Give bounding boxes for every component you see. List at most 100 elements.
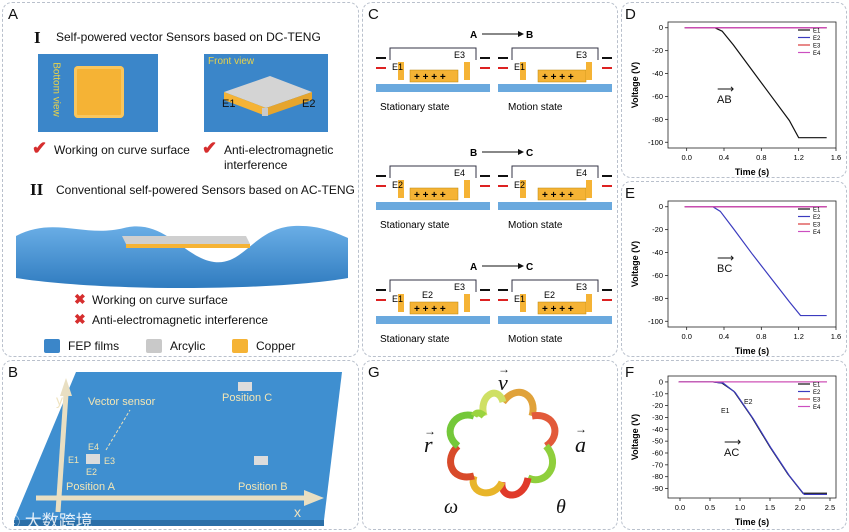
watermark-logo-icon: ⓒ [6, 514, 20, 530]
x-tick-label: 0.0 [681, 153, 691, 162]
b-e4-label: E4 [88, 442, 100, 452]
panel-g [362, 360, 618, 530]
y-tick-label: -60 [652, 92, 663, 101]
panel-e [621, 181, 847, 357]
panel-e-label: E [625, 185, 636, 202]
y-tick-label: 0 [659, 377, 663, 386]
flower-sensor-diagram [446, 388, 559, 499]
panel-d-label: D [625, 6, 636, 23]
vector-arrow-r: → [424, 424, 436, 438]
panel-c [362, 2, 618, 357]
y-tick-label: -20 [652, 401, 663, 410]
panel-c-label: C [368, 6, 379, 23]
series-line-e1 [684, 27, 827, 139]
legend-entry: E1 [813, 29, 821, 35]
watermark: ⓒ 大数跨境 [6, 507, 93, 532]
fep-film [498, 202, 612, 210]
electrode-left [520, 180, 526, 198]
fep-film [498, 316, 612, 324]
electrode-left-label: E2 [392, 180, 403, 190]
legend-entry: E3 [813, 398, 821, 404]
x-tick-label: 0.8 [756, 153, 766, 162]
electrode-mid-label: E2 [422, 290, 433, 300]
electrode-left-label: E1 [514, 294, 525, 304]
b-y-axis-label: y [56, 392, 63, 408]
symbol-v: v [498, 370, 508, 395]
panel-g-label: G [368, 364, 380, 381]
legend-entry: E2 [813, 36, 821, 42]
y-tick-label: -10 [652, 389, 663, 398]
state-caption: Stationary state [380, 334, 450, 345]
electrode-right-label: E3 [454, 282, 465, 292]
circuit-wire [389, 47, 477, 60]
electrode-right-label: E3 [576, 282, 587, 292]
front-e2-label: E2 [302, 98, 316, 110]
electrode-right [586, 180, 592, 198]
fep-film [376, 316, 490, 324]
b-e2-label: E2 [86, 467, 98, 477]
legend-acrylic: Arcylic [170, 339, 206, 353]
check-icon: ✔ [202, 138, 218, 158]
electrode-mid-label: E2 [544, 290, 555, 300]
plot-frame [667, 21, 837, 149]
positive-charges: + + + + [542, 190, 574, 201]
electrode-left-label: E1 [392, 62, 403, 72]
front-view-sensor [224, 76, 312, 116]
section1-title: Self-powered vector Sensors based on DC-… [56, 30, 321, 44]
x-axis-label: Time (s) [735, 346, 769, 356]
legend-entry: E2 [813, 215, 821, 221]
y-tick-label: -40 [652, 248, 663, 257]
electrode-left-label: E1 [392, 294, 403, 304]
legend-entry: E2 [813, 390, 821, 396]
electrode-left [398, 294, 404, 312]
electrode-right-label: E3 [454, 50, 465, 60]
y-tick-label: 0 [659, 202, 663, 211]
state-caption: Stationary state [380, 220, 450, 231]
section2-title: Conventional self-powered Sensors based … [56, 183, 355, 197]
motion-to: C [526, 262, 533, 273]
b-e1-label: E1 [68, 455, 80, 465]
y-tick-label: -100 [648, 138, 663, 147]
y-tick-label: -70 [652, 460, 663, 469]
y-tick-label: 0 [659, 23, 663, 32]
motion-to: B [526, 30, 533, 41]
y-tick-label: -30 [652, 413, 663, 422]
chart-e-annotation: BC [717, 263, 733, 275]
position-b-label: Position B [238, 481, 288, 493]
electrode-left-label: E1 [514, 62, 525, 72]
x-tick-label: 0.4 [719, 332, 729, 341]
y-axis-label: Voltage (V) [630, 62, 640, 108]
motion-arrowhead [518, 263, 524, 269]
legend-entry: E4 [813, 405, 821, 411]
cross-item-1: Working on curve surface [92, 293, 228, 307]
fep-film [376, 84, 490, 92]
y-tick-label: -20 [652, 225, 663, 234]
chart-f-annotation: AC [724, 447, 740, 459]
positive-charges: + + + + [414, 304, 446, 315]
vector-arrow-v: → [498, 362, 510, 376]
x-tick-label: 2.5 [825, 503, 835, 512]
panel-b [2, 360, 359, 530]
panel-a-label: A [8, 6, 19, 23]
legend-entry: E4 [813, 230, 821, 236]
y-tick-label: -80 [652, 294, 663, 303]
x-tick-label: 1.0 [735, 503, 745, 512]
legend-entry: E1 [813, 208, 821, 214]
copper-block [409, 301, 459, 315]
chart-f-annotation-arrow: ⟶ [724, 435, 742, 449]
y-tick-label: -80 [652, 115, 663, 124]
legend-entry: E3 [813, 223, 821, 229]
chart-e-annotation-arrow: ⟶ [717, 251, 735, 265]
legend-fep: FEP films [68, 339, 120, 353]
x-tick-label: 0.8 [756, 332, 766, 341]
motion-from: A [470, 262, 477, 273]
cross-item-2: Anti-electromagnetic interference [92, 313, 269, 327]
electrode-right-label: E3 [576, 50, 587, 60]
chart-f-note-e1: E1 [721, 408, 730, 415]
